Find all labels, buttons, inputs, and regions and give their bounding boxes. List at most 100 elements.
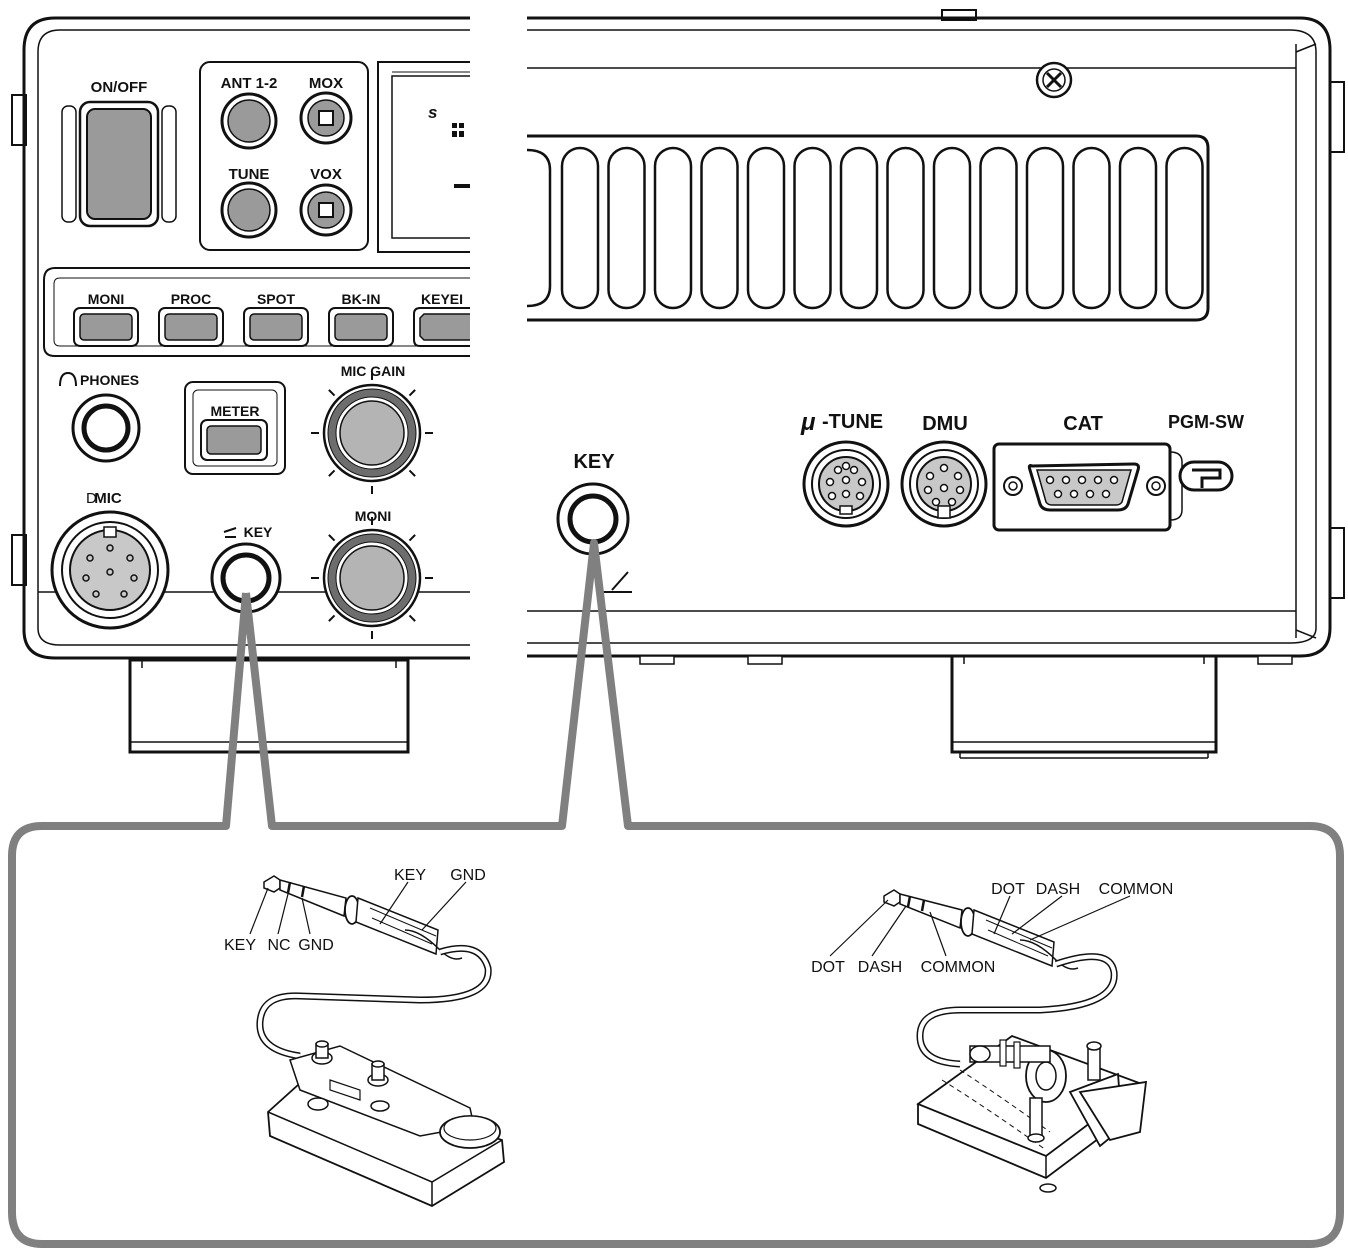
proc-button-label: PROC xyxy=(171,291,211,307)
connector-pin xyxy=(1077,475,1087,485)
paddle-plug-dash-label: DASH xyxy=(858,959,902,976)
tune-button[interactable] xyxy=(220,181,278,239)
connector-pin xyxy=(1101,489,1111,499)
connector-pin xyxy=(955,485,965,495)
knob-tick xyxy=(328,534,336,542)
knob-tick xyxy=(408,534,416,542)
proc-button[interactable] xyxy=(158,307,224,347)
connector-pin xyxy=(855,491,865,501)
pgm-sw-label: PGM-SW xyxy=(1168,412,1244,432)
moni-button-label: MONI xyxy=(88,291,125,307)
front-key-label: KEY xyxy=(244,524,273,540)
keyer-button-label: KEYEI xyxy=(421,291,463,307)
cat-label: CAT xyxy=(1063,413,1103,435)
connector-pin xyxy=(841,461,851,471)
keyer-button[interactable] xyxy=(413,307,470,347)
tune-label: TUNE xyxy=(229,166,270,183)
connector-pin xyxy=(939,483,949,493)
rear-foot xyxy=(950,654,1218,754)
dmu-connector[interactable] xyxy=(900,440,988,528)
paddle-plug-common-label: COMMON xyxy=(921,959,996,976)
rear-key-jack[interactable] xyxy=(556,482,630,556)
key-symbol-icon xyxy=(223,527,237,538)
straight-key-wire-gnd-label: GND xyxy=(450,867,486,884)
connector-pin xyxy=(953,471,963,481)
vent-slot xyxy=(653,146,693,310)
paddle-wire-dash-label: DASH xyxy=(1036,881,1080,898)
mic-label: MIC xyxy=(94,490,122,507)
connector-pin xyxy=(931,497,941,507)
mu-symbol: μ xyxy=(800,409,816,436)
connector-pin xyxy=(849,465,859,475)
knob-tick xyxy=(408,614,416,622)
on-off-switch[interactable] xyxy=(61,100,177,228)
front-foot xyxy=(128,658,410,754)
connector-pin xyxy=(1053,489,1063,499)
moni-knob-label: MONI xyxy=(355,508,392,524)
vent-slot xyxy=(700,146,739,310)
vox-button[interactable] xyxy=(299,183,353,237)
connector-pin xyxy=(825,477,835,487)
moni-button[interactable] xyxy=(73,307,139,347)
vent-slot xyxy=(746,146,786,310)
mox-button[interactable] xyxy=(299,91,353,145)
paddle-illustration: DOT DASH COMMON DOT DASH COMMON xyxy=(811,881,1173,1193)
d-mark-icon: D xyxy=(86,490,97,507)
meter-label: METER xyxy=(211,403,260,419)
bk-in-button[interactable] xyxy=(328,307,394,347)
cat-connector[interactable] xyxy=(1003,462,1166,512)
ant-button[interactable] xyxy=(220,92,278,150)
display-s-label: s xyxy=(428,103,437,122)
knob-tick xyxy=(328,389,336,397)
rear-screw-icon xyxy=(1035,61,1073,99)
straight-key-plug-gnd-label: GND xyxy=(298,937,334,954)
connector-pin xyxy=(833,465,843,475)
vent-slot xyxy=(607,146,646,310)
phones-label: PHONES xyxy=(80,372,139,388)
vent-slot xyxy=(526,148,552,308)
callout-box xyxy=(8,539,1344,1248)
connector-pin xyxy=(923,485,933,495)
dmu-label: DMU xyxy=(922,413,968,435)
ant-label: ANT 1-2 xyxy=(221,75,278,92)
mox-label: MOX xyxy=(309,75,343,92)
connector-pin xyxy=(1069,489,1079,499)
connector-pin xyxy=(1085,489,1095,499)
meter-button[interactable] xyxy=(184,381,286,475)
front-key-jack[interactable] xyxy=(210,542,282,614)
spot-button-label: SPOT xyxy=(257,291,296,307)
pgm-sw-switch[interactable] xyxy=(1178,460,1234,492)
knob-tick xyxy=(408,469,416,477)
rear-key-label: KEY xyxy=(573,451,615,473)
mic-connector[interactable] xyxy=(50,510,170,630)
vent-slot xyxy=(1072,146,1111,310)
connector-pin xyxy=(939,463,949,473)
headphone-icon xyxy=(59,371,77,387)
mic-gain-knob[interactable] xyxy=(311,372,433,494)
knob-tick xyxy=(408,389,416,397)
connector-pin xyxy=(1061,475,1071,485)
display-window xyxy=(377,61,470,253)
spot-button[interactable] xyxy=(243,307,309,347)
straight-key-wire-key-label: KEY xyxy=(394,867,426,884)
phones-jack[interactable] xyxy=(71,393,141,463)
connector-pin xyxy=(857,477,867,487)
moni-knob[interactable] xyxy=(311,517,433,639)
on-off-label: ON/OFF xyxy=(91,79,148,96)
connector-pin xyxy=(1109,475,1119,485)
connector-pin xyxy=(1045,475,1055,485)
vent-slot xyxy=(886,146,925,310)
vent-grille xyxy=(527,134,1210,322)
straight-key-plug-nc-label: NC xyxy=(267,937,290,954)
connector-pin xyxy=(925,471,935,481)
vox-label: VOX xyxy=(310,166,342,183)
straight-key-illustration: KEY NC GND KEY GND xyxy=(224,867,505,1208)
vent-slots xyxy=(526,146,1204,310)
paddle-wire-dot-label: DOT xyxy=(991,881,1025,898)
vent-slot xyxy=(839,146,879,310)
vent-slot xyxy=(1118,146,1158,310)
mu-tune-connector[interactable] xyxy=(802,440,890,528)
knob-tick xyxy=(328,469,336,477)
vent-slot xyxy=(979,146,1018,310)
